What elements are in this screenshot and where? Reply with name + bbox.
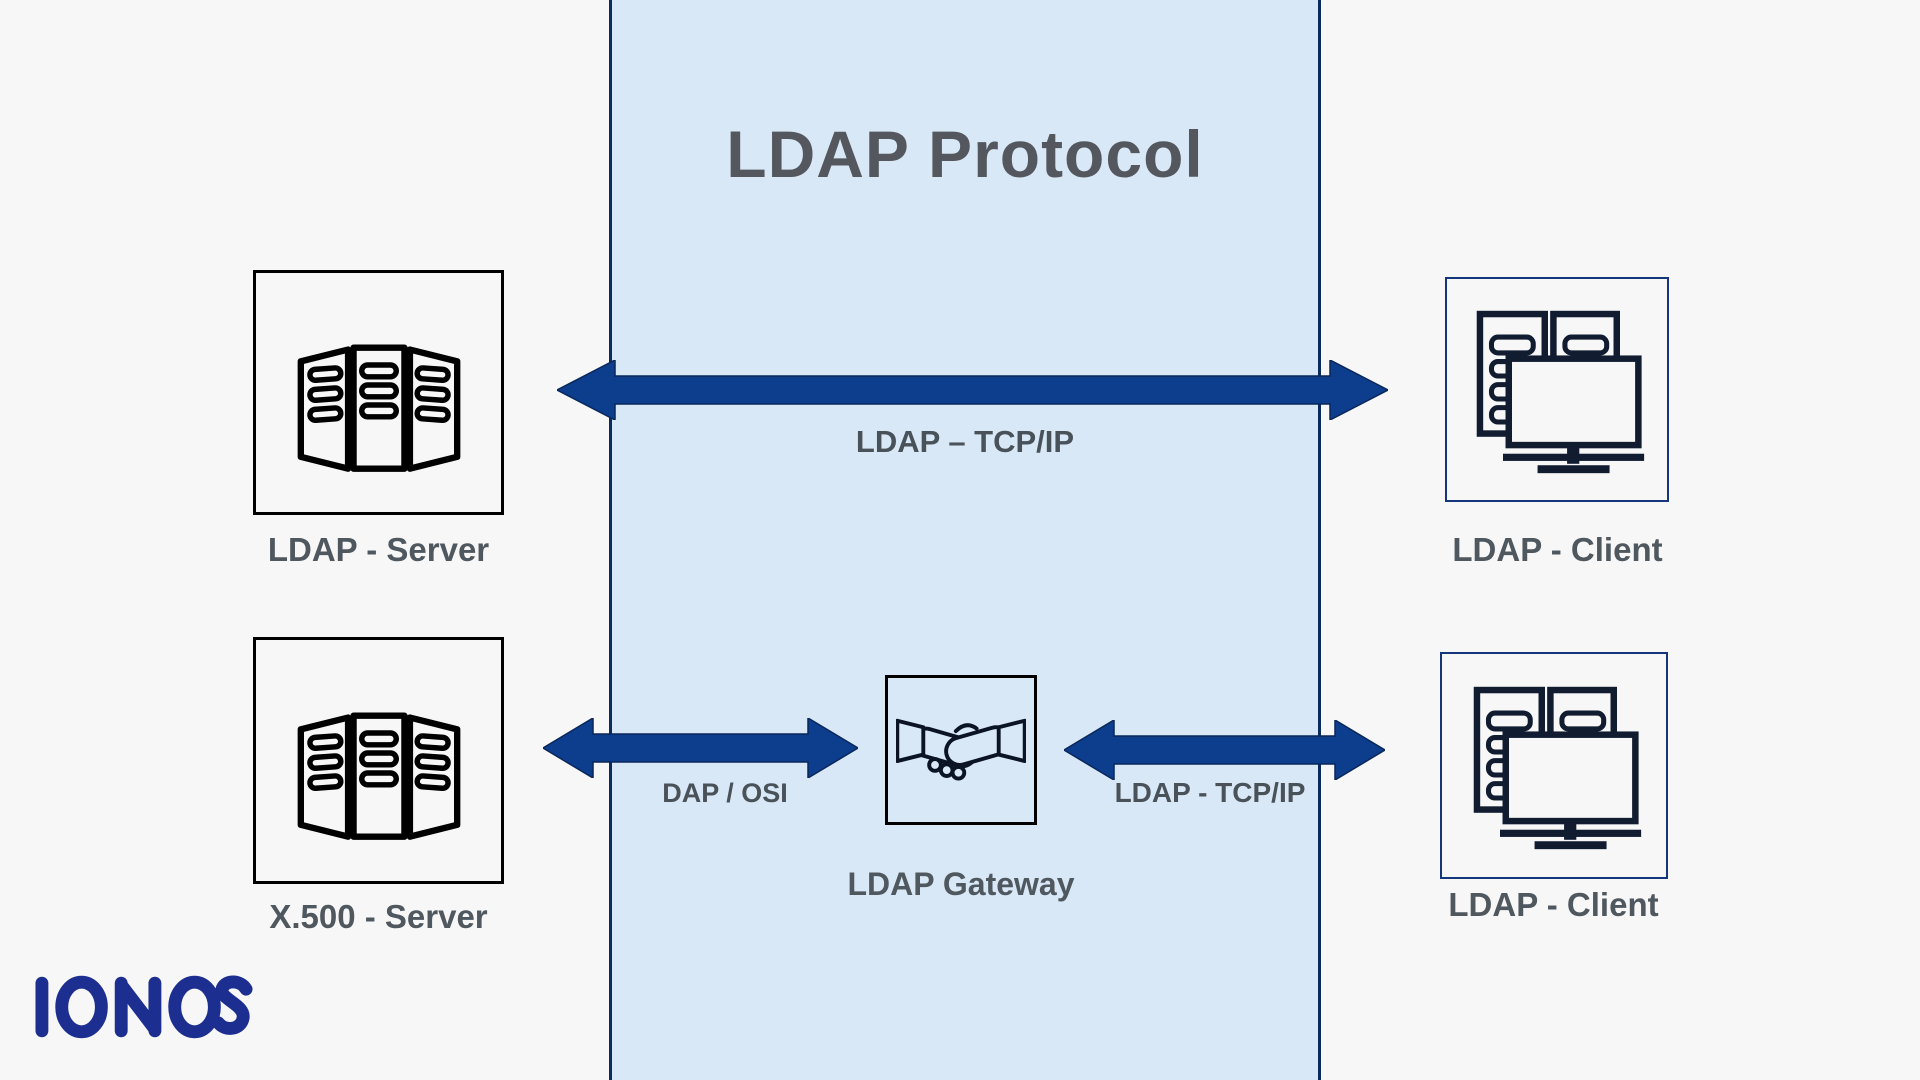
ldap-tcpip-arrow <box>1064 720 1385 780</box>
ldap-client-top-label: LDAP - Client <box>1452 531 1663 568</box>
ldap-server-label: LDAP - Server <box>267 531 490 568</box>
x500-server-label: X.500 - Server <box>269 898 488 935</box>
server-rack-icon <box>297 344 460 472</box>
ldap-client-top-node <box>1445 277 1669 502</box>
dap-osi-label: DAP / OSI <box>662 778 788 808</box>
dap-osi-arrow <box>543 718 858 778</box>
ldap-tcpip-label: LDAP - TCP/IP <box>1114 777 1306 808</box>
ldap-gateway-node <box>885 675 1037 825</box>
handshake-icon <box>896 718 1026 781</box>
server-rack-icon <box>297 712 460 840</box>
ionos-logo <box>35 975 253 1039</box>
diagram-title: LDAP Protocol <box>726 117 1204 191</box>
top-connection-label: LDAP – TCP/IP <box>855 424 1075 459</box>
workstation-icon <box>1473 686 1642 849</box>
workstation-icon <box>1476 310 1645 473</box>
ldap-protocol-panel <box>609 0 1321 1080</box>
top-connection-arrow <box>557 360 1388 420</box>
ldap-server-node <box>253 270 504 515</box>
ldap-client-bottom-label: LDAP - Client <box>1448 886 1659 923</box>
x500-server-node <box>253 637 504 884</box>
ldap-gateway-label: LDAP Gateway <box>847 866 1075 902</box>
ldap-client-bottom-node <box>1440 652 1668 879</box>
